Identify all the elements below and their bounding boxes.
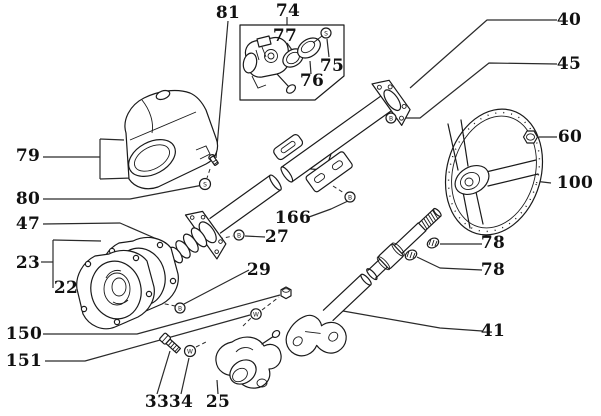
screw-81: [208, 153, 219, 166]
part-label-80: 80: [15, 189, 41, 209]
steering-wheel-100: [444, 108, 544, 236]
part-label-23: 23: [15, 253, 41, 273]
washer-151: W: [250, 308, 262, 320]
column-jacket-40: [165, 79, 411, 265]
part-label-45: 45: [556, 54, 582, 74]
u-joint-25: [215, 329, 282, 389]
wheel-spokes: [447, 119, 539, 229]
svg-text:S: S: [203, 181, 207, 188]
svg-text:B: B: [178, 305, 182, 312]
bolt-33: [159, 332, 182, 354]
screw-166: B: [344, 191, 356, 203]
leader-lines: [41, 17, 558, 395]
screw-75: S: [320, 27, 332, 39]
part-label-151: 151: [5, 351, 43, 371]
part-label-22: 22: [53, 278, 79, 298]
screw-27: B: [233, 229, 245, 241]
svg-text:W: W: [253, 311, 259, 318]
washer-34: W: [183, 344, 197, 358]
svg-text:W: W: [187, 348, 193, 355]
part-label-75: 75: [319, 56, 345, 76]
steering-shaft-41: [285, 207, 442, 357]
splined-tip: [418, 207, 442, 232]
part-label-29: 29: [246, 260, 272, 280]
cover-plate-76: [297, 35, 323, 59]
column-shroud-79: [124, 89, 219, 190]
ignition-switch-drawing: [242, 35, 297, 94]
part-label-27: 27: [264, 227, 290, 247]
retainer-clip-78-upper: [426, 237, 440, 249]
part-label-34: 34: [168, 392, 194, 412]
nut-150: [280, 286, 292, 300]
toe-plates-22-23: [76, 236, 179, 330]
part-label-81: 81: [215, 3, 241, 23]
svg-text:S: S: [324, 30, 328, 37]
inset-box-74: S: [239, 24, 345, 101]
part-label-78: 78: [480, 260, 506, 280]
part-label-76: 76: [299, 71, 325, 91]
bearing-detail: [103, 269, 131, 306]
part-label-100: 100: [556, 173, 594, 193]
part-label-60: 60: [557, 127, 583, 147]
svg-text:B: B: [237, 232, 241, 239]
part-label-25: 25: [205, 392, 231, 412]
screw-45: B: [385, 112, 397, 124]
part-label-79: 79: [15, 146, 41, 166]
part-label-74: 74: [275, 1, 301, 21]
retainer-clip-78-lower: [404, 249, 418, 261]
screw-80: S: [198, 177, 212, 191]
part-label-47: 47: [15, 214, 41, 234]
part-label-40: 40: [556, 10, 582, 30]
screw-29: B: [174, 302, 186, 314]
part-label-33: 33: [144, 392, 170, 412]
wheel-nut-60: [522, 130, 539, 144]
shaft-collar: [376, 242, 405, 271]
part-label-41: 41: [480, 321, 506, 341]
svg-text:B: B: [389, 115, 393, 122]
part-label-166: 166: [274, 208, 312, 228]
part-label-77: 77: [272, 26, 298, 46]
part-label-150: 150: [5, 324, 43, 344]
part-label-78: 78: [480, 233, 506, 253]
svg-text:B: B: [348, 194, 352, 201]
shaft-yoke: [285, 314, 347, 357]
